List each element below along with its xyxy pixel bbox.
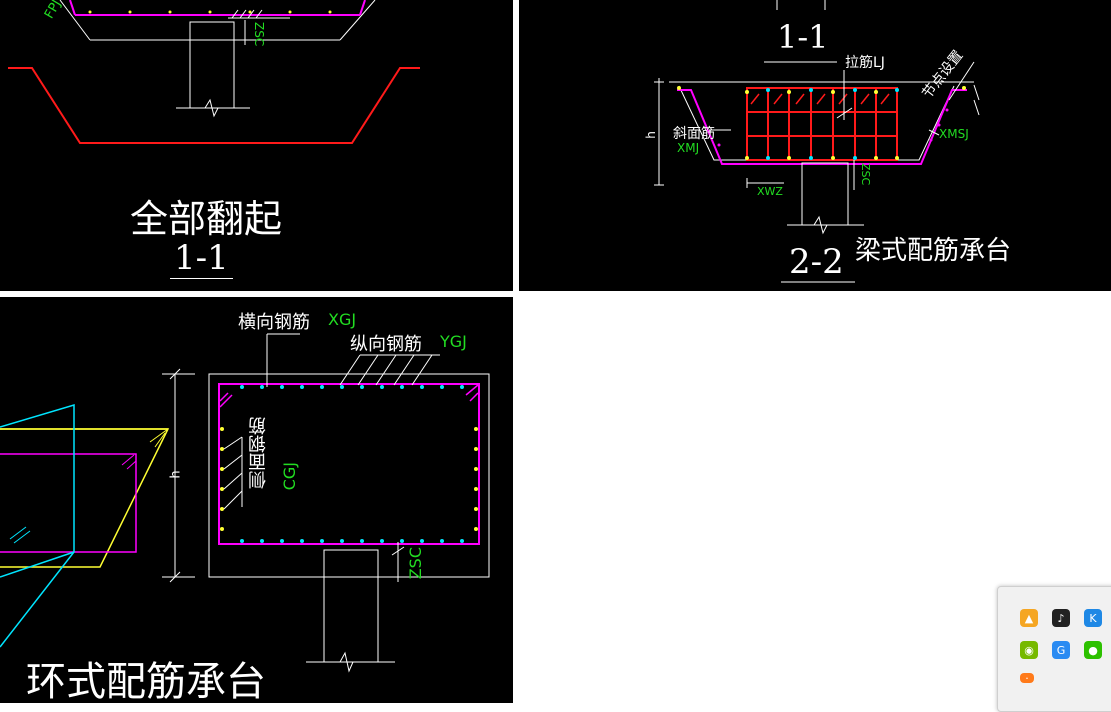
label-zsc: ZSC [406,547,425,580]
drawing-ring-cap [0,333,490,673]
panel-title: 环式配筋承台 [26,659,266,703]
label-cgj: CGJ [280,462,299,491]
refresh-app-icon[interactable]: G [1052,641,1070,659]
label-h: h [168,470,184,479]
label-cgj-cn: 侧面钢筋 [248,417,269,489]
label-xmsj: XMSJ [939,127,969,141]
label-xmj: XMJ [677,141,700,155]
section-top-label: 1-1 [777,18,829,56]
drawing-beam-cap [654,0,980,283]
panel-beam-cap: 1-1 拉筋LJ 节点设置 h 斜面筋 XMJ XMSJ XWZ ZSC 2-2… [519,0,1111,291]
panel-title: 全部翻起 [130,197,283,241]
system-tray-overflow: ▲ ♪ K ◉ G ● · [997,586,1111,712]
nvidia-icon[interactable]: ◉ [1020,641,1038,659]
panel-ring-cap: 横向钢筋 XGJ 纵向钢筋 YGJ h 侧面钢筋 CGJ ZSC 环式配筋承台 [0,297,513,703]
label-ygj: YGJ [440,332,467,351]
label-xwz: XWZ [757,185,783,198]
label-lj: 拉筋LJ [845,55,885,71]
section-label: 2-2 [789,242,844,282]
label-ygj-cn: 纵向钢筋 [350,334,422,355]
wechat-icon[interactable]: ● [1084,641,1102,659]
music-app-icon[interactable]: ♪ [1052,609,1070,627]
panel-full-lift: FPJ ZSC 全部翻起 1-1 [0,0,513,291]
label-xgj-cn: 横向钢筋 [238,312,310,333]
label-zsc: ZSC [252,22,266,47]
label-zsc: ZSC [859,163,872,186]
section-label: 1-1 [170,238,233,279]
k-app-icon[interactable]: K [1084,609,1102,627]
drawing-full-lift [8,0,420,144]
label-side: 斜面筋 [673,126,715,142]
label-h: h [643,131,658,139]
extra-app-icon[interactable]: · [1020,672,1034,685]
label-xgj: XGJ [328,310,357,329]
panel-title: 梁式配筋承台 [855,236,1012,266]
shield-app-icon[interactable]: ▲ [1020,609,1038,627]
